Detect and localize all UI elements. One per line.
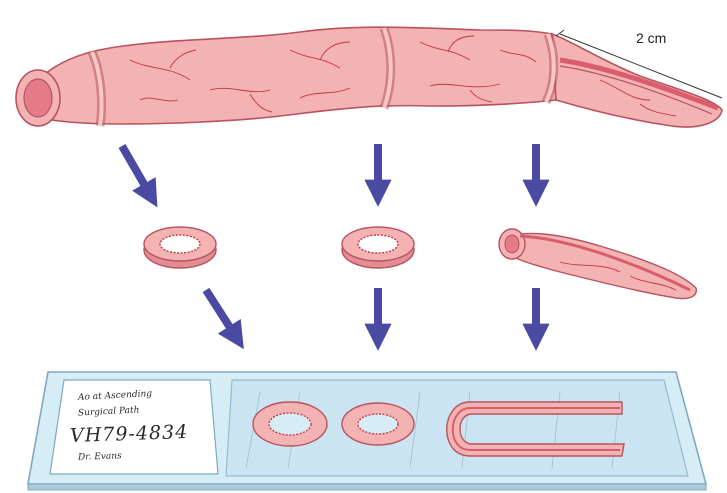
slide-ring-2 bbox=[342, 403, 414, 445]
arrows-bottom-row bbox=[206, 288, 536, 340]
vessel-specimen bbox=[16, 27, 722, 127]
scale-bar-label: 2 cm bbox=[636, 30, 666, 46]
slide-accession-number: VH79-4834 bbox=[70, 421, 189, 447]
slide-label-line-4: Dr. Evans bbox=[78, 451, 122, 463]
arrows-top-row bbox=[122, 144, 536, 198]
ring-section-2 bbox=[342, 227, 414, 268]
opened-tail-section bbox=[499, 229, 696, 299]
slide-ring-1 bbox=[253, 402, 327, 446]
arrow-icon bbox=[122, 146, 152, 198]
vessel-body bbox=[40, 27, 556, 124]
ring-section-1 bbox=[144, 227, 216, 268]
arrow-icon bbox=[206, 290, 238, 340]
